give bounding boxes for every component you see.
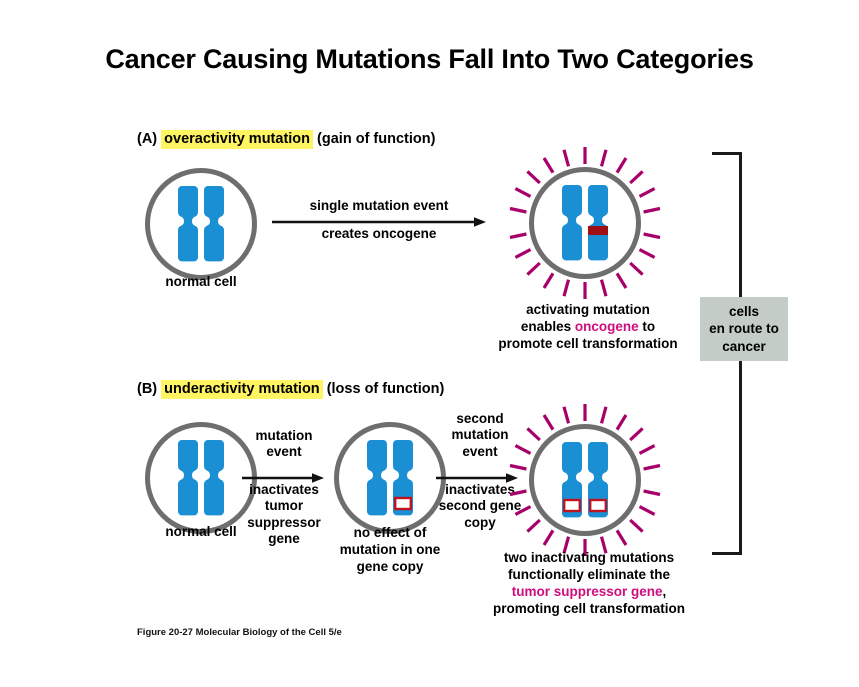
cells-en-route-to-cancer-box: cells en route to cancer — [700, 297, 788, 361]
panel-b-result-caption: two inactivating mutations functionally … — [460, 549, 718, 617]
panel-b-highlighted-term: underactivity mutation — [161, 380, 323, 399]
panel-b-result-line4: promoting cell transformation — [492, 601, 685, 616]
chromosome-pair-svg — [177, 440, 225, 516]
chromosome-pair-mutated-svg — [562, 185, 608, 261]
panel-a-result-line3: promote cell transformation — [498, 336, 678, 351]
cell-a-activated-circle — [529, 167, 641, 279]
cell-b-final — [509, 404, 661, 556]
panel-a-result-line2: enables oncogene to — [490, 318, 686, 335]
page-title: Cancer Causing Mutations Fall Into Two C… — [105, 44, 754, 74]
box-line-1: cells — [728, 303, 760, 319]
line3-post: , — [662, 584, 667, 599]
cells-en-route-text: cells en route to cancer — [709, 303, 779, 356]
oncogene-term: oncogene — [574, 319, 639, 334]
chromosome-pair-b-final — [534, 429, 636, 531]
panel-a-result-line1: activating mutation — [526, 302, 650, 317]
panel-a-qualifier: (gain of function) — [317, 131, 436, 147]
panel-b-qualifier: (loss of function) — [326, 381, 445, 397]
panel-a-arrow-text-below: creates oncogene — [321, 226, 437, 241]
arrow-right-icon — [272, 217, 486, 227]
panel-a-tag: (A) — [137, 131, 158, 147]
chromosome-pair-b-middle — [339, 427, 441, 529]
cell-b-normal-label: normal cell — [165, 524, 237, 539]
panel-a-header: (A) overactivity mutation (gain of funct… — [137, 130, 436, 149]
panel-b-header: (B) underactivity mutation (loss of func… — [137, 380, 445, 399]
panel-a-result-caption: activating mutation enables oncogene to … — [490, 301, 686, 352]
oncogene-mutation-marker — [588, 226, 608, 235]
panel-b-result-line3: tumor suppressor gene, — [460, 583, 718, 600]
panel-b-tag: (B) — [137, 381, 158, 397]
inactivating-mutation-marker-right — [589, 498, 608, 513]
box-line-2: en route to — [709, 321, 779, 337]
cell-a-normal — [145, 168, 257, 280]
activation-spikes-icon — [509, 404, 661, 556]
chromosome-pair-one-mutation-svg — [366, 440, 414, 516]
chromosome-pair-svg — [177, 186, 225, 262]
chromosome-pair-a-normal — [150, 173, 252, 275]
cell-b-normal — [145, 422, 257, 534]
cell-a-activated — [509, 147, 661, 299]
chromosome-pair-a-activated — [534, 172, 636, 274]
figure-credit: Figure 20-27 Molecular Biology of the Ce… — [137, 627, 342, 638]
line2-pre: enables — [520, 319, 575, 334]
panel-a-arrow — [272, 215, 488, 233]
arrow-right-icon — [436, 473, 518, 483]
cell-a-normal-label: normal cell — [165, 274, 237, 289]
panel-a-arrow-text-above: single mutation event — [309, 198, 449, 213]
cell-b-final-circle — [529, 424, 641, 536]
activation-spikes-icon — [509, 147, 661, 299]
panel-b-arrow-1 — [242, 471, 326, 489]
panel-b-arrow-2 — [436, 471, 520, 489]
chromosome-pair-b-normal — [150, 427, 252, 529]
tumor-suppressor-gene-term: tumor suppressor gene — [511, 584, 663, 599]
panel-b-result-line1: two inactivating mutations — [503, 550, 675, 565]
inactivating-mutation-marker-left — [562, 498, 582, 513]
panel-b-result-line2: functionally eliminate the — [507, 567, 671, 582]
line2-post: to — [638, 319, 656, 334]
chromosome-pair-two-mutations-svg — [562, 442, 608, 518]
panel-a-highlighted-term: overactivity mutation — [161, 130, 314, 149]
box-line-3: cancer — [722, 338, 766, 354]
arrow-right-icon — [242, 473, 324, 483]
inactivating-mutation-marker — [394, 496, 413, 511]
